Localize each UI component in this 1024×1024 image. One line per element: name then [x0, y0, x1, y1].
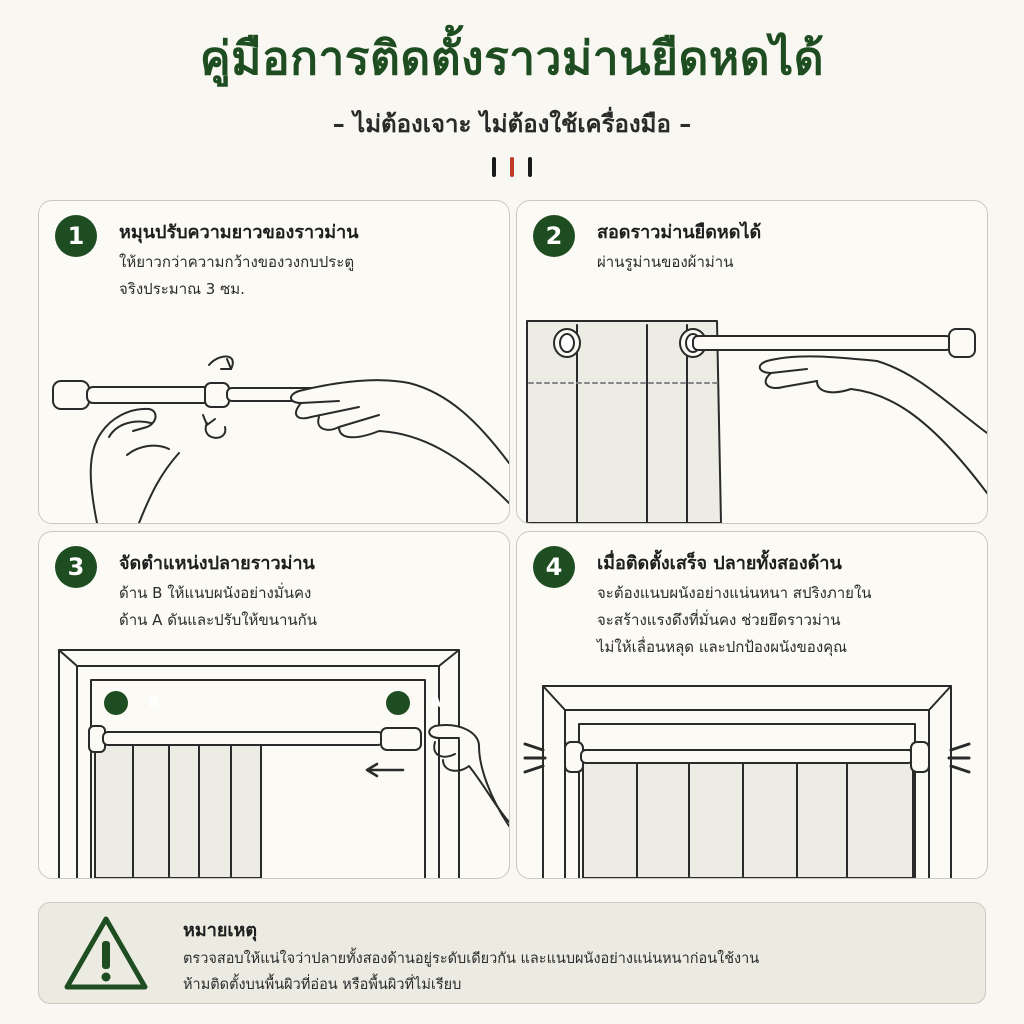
step-description-line: จริงประมาณ 3 ซม. [119, 280, 245, 298]
step-heading: หมุนปรับความยาวของราวม่าน [119, 222, 359, 243]
twist-rod-illustration [52, 355, 509, 523]
step-description-line: ผ่านรูม่านของผ้าม่าน [597, 253, 734, 271]
step-description-line: ไม่ให้เลื่อนหลุด และปกป้องผนังของคุณ [597, 638, 848, 656]
step-number: 4 [533, 546, 575, 588]
step-heading: สอดราวม่านยืดหดได้ [597, 222, 762, 243]
step-2-panel: 2 สอดราวม่านยืดหดได้ ผ่านรูม่านของผ้าม่า… [516, 200, 988, 524]
step-description: ด้าน B ให้แนบผนังอย่างมั่นคง ด้าน A ดันแ… [119, 580, 317, 634]
step-4-panel: 4 เมื่อติดตั้งเสร็จ ปลายทั้งสองด้าน จะต้… [516, 531, 988, 879]
step-number: 2 [533, 215, 575, 257]
page-title: คู่มือการติดตั้งราวม่านยืดหดได้ [199, 31, 825, 85]
step-description-line: ด้าน B ให้แนบผนังอย่างมั่นคง [119, 584, 312, 602]
marker-b: B [148, 695, 160, 711]
step-number: 1 [55, 215, 97, 257]
step-3-panel: 3 จัดตำแหน่งปลายราวม่าน ด้าน B ให้แนบผนั… [38, 531, 510, 879]
position-ends-illustration [58, 649, 509, 878]
note-title: หมายเหตุ [183, 920, 258, 941]
step-description: ผ่านรูม่านของผ้าม่าน [597, 249, 733, 276]
marker-a: A [430, 695, 442, 711]
step-description-line: ให้ยาวกว่าความกว้างของวงกบประตู [119, 253, 355, 271]
step-1-panel: 1 หมุนปรับความยาวของราวม่าน ให้ยาวกว่าคว… [38, 200, 510, 524]
note-box: หมายเหตุ ตรวจสอบให้แน่ใจว่าปลายทั้งสองด้… [38, 902, 986, 1004]
step-heading: เมื่อติดตั้งเสร็จ ปลายทั้งสองด้าน [597, 553, 842, 574]
page-subtitle: – ไม่ต้องเจาะ ไม่ต้องใช้เครื่องมือ – [332, 110, 692, 138]
installed-rod-illustration [523, 685, 971, 878]
step-number: 3 [55, 546, 97, 588]
decorative-dashes [492, 157, 532, 177]
step-description-line: ด้าน A ดันและปรับให้ขนานกัน [119, 611, 317, 629]
step-description: จะต้องแนบผนังอย่างแน่นหนา สปริงภายใน จะส… [597, 580, 872, 661]
insert-rod-illustration [526, 320, 987, 523]
warning-icon [64, 916, 148, 990]
step-description-line: จะต้องแนบผนังอย่างแน่นหนา สปริงภายใน [597, 584, 872, 602]
note-line: ตรวจสอบให้แน่ใจว่าปลายทั้งสองด้านอยู่ระด… [183, 951, 760, 967]
step-description: ให้ยาวกว่าความกว้างของวงกบประตู จริงประม… [119, 249, 354, 303]
step-heading: จัดตำแหน่งปลายราวม่าน [119, 553, 315, 574]
step-description-line: จะสร้างแรงดึงที่มั่นคง ช่วยยึดราวม่าน [597, 611, 841, 629]
note-line: ห้ามติดตั้งบนพื้นผิวที่อ่อน หรือพื้นผิวท… [183, 977, 462, 993]
